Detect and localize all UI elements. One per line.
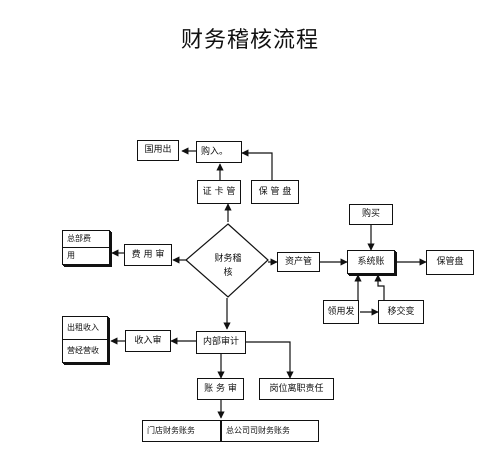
zongbu-feiyong-line1: 总部费 (67, 234, 91, 244)
node-goumai: 购买 (349, 204, 393, 225)
shouru-line1: 出租收入 (67, 323, 99, 333)
node-baoguanpan-right: 保管盘 (426, 250, 474, 275)
node-lingyong: 领用发 (323, 300, 359, 324)
caiwu-jihe-line2: 核 (223, 268, 233, 279)
node-baoguanpan-top: 保 管 盘 (251, 180, 299, 204)
node-yongyou: 国用出 (137, 140, 179, 161)
node-zhengkaguan: 证 卡 管 (197, 180, 241, 204)
node-xitong: 系统账 (347, 250, 395, 274)
node-shouru: 出租收入 营经营收 (62, 316, 108, 363)
zongbu-feiyong-line2: 用 (63, 247, 109, 264)
node-shourushen: 收入审 (125, 330, 171, 352)
node-gouru: 购入。 (196, 141, 242, 163)
node-gongsi: 总公司司财务账务 (221, 420, 319, 442)
node-zichanguan: 资产管 (277, 252, 320, 272)
node-zongbu-feiyong: 总部费 用 (62, 230, 110, 265)
node-neibu-shenji: 内部审计 (196, 331, 246, 354)
node-gangwei: 岗位离职责任 (259, 378, 334, 400)
caiwu-jihe-line1: 财务稽 (214, 254, 242, 264)
page-title: 财务稽核流程 (180, 28, 319, 53)
node-caiwu-jihe: 财务稽 核 (206, 252, 250, 281)
node-mendian: 门店财务账务 (142, 420, 221, 442)
node-yiwen: 移交变 (378, 300, 424, 324)
node-feiyong-shen: 费 用 审 (124, 244, 172, 266)
node-zhanwushen: 账 务 审 (197, 378, 244, 400)
shouru-line2: 营经营收 (63, 339, 107, 362)
